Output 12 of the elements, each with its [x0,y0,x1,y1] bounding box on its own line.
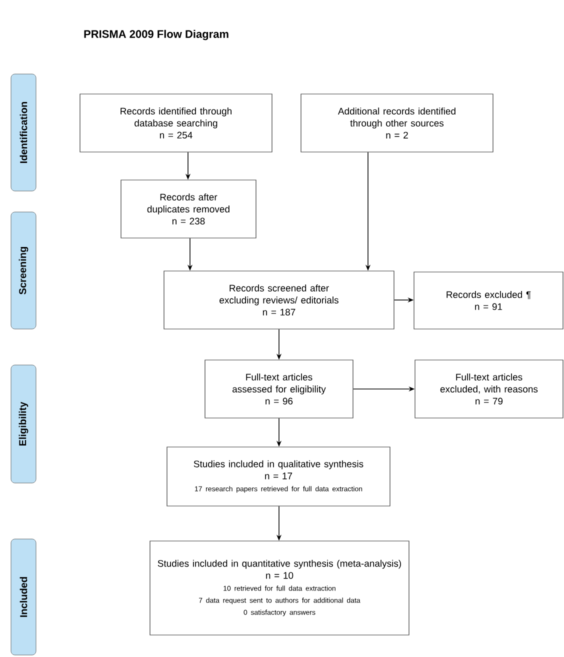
stage-label: Included [10,538,36,656]
process-box: Full-text articles assessed for eligibility n = 96 [204,360,354,418]
process-box: Full-text articles excluded, with reasons n = 79 [414,360,564,418]
stage-label: Screening [10,212,36,330]
process-box: Records excluded ¶ n = 91 [414,272,564,330]
process-box: Records screened after excluding reviews/ editorials n = 187 [164,270,394,330]
process-box: Records identified through database searching n = 254 [80,94,272,152]
process-box: Additional records identified through other sources n = 2 [300,94,494,152]
stage-label: Eligibility [10,364,36,484]
process-box: Records after duplicates removed n = 238 [120,180,256,238]
title: PRISMA 2009 Flow Diagram [84,30,228,40]
stage-label: Identification [10,74,36,192]
